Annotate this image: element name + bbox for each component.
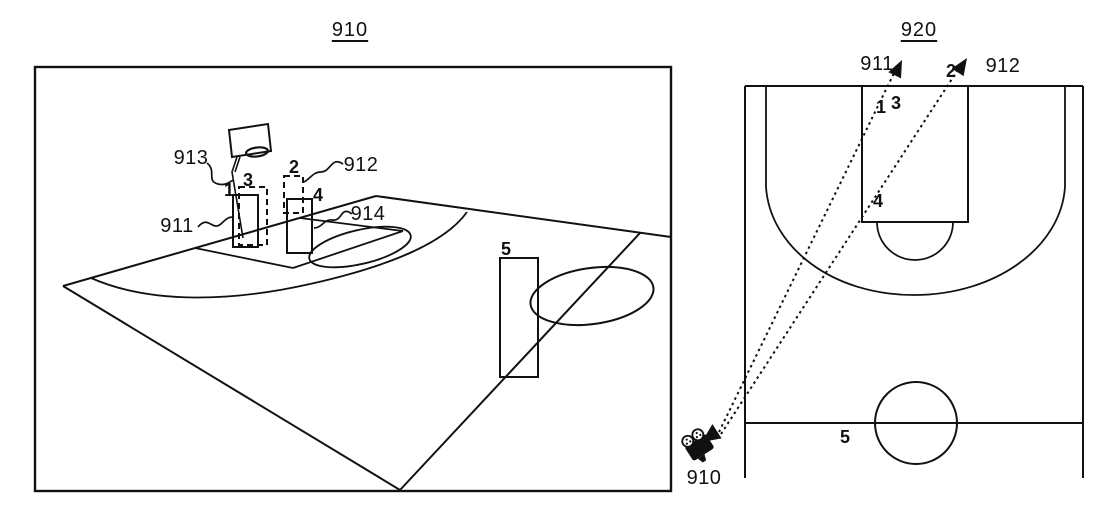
arrowhead-911-icon (888, 60, 902, 79)
camera-view-ray-912 (720, 64, 962, 435)
marker-2: 2 (288, 157, 300, 177)
ref-label-913: 913 (173, 147, 209, 169)
camera-view-ray-911 (718, 66, 898, 433)
hoop-icon (244, 146, 270, 158)
marker-4: 4 (312, 185, 324, 205)
bounding-box-4-solid (286, 198, 313, 254)
camera-ref-label-910: 910 (686, 467, 722, 489)
leader-911 (197, 216, 235, 228)
plan-marker-3: 3 (890, 93, 902, 113)
three-point-line (765, 86, 1066, 296)
bounding-box-2-dashed (283, 175, 304, 214)
ref-label-911: 911 (160, 215, 194, 237)
figure-920-title: 920 (900, 19, 938, 41)
leader-913 (206, 162, 235, 186)
camera-view-figure (33, 65, 673, 493)
marker-5: 5 (500, 239, 512, 259)
figure-910-title: 910 (331, 19, 369, 41)
leader-914 (313, 210, 353, 229)
plan-ref-label-912: 912 (985, 55, 1021, 77)
bounding-box-1-solid (232, 194, 259, 248)
arrowhead-912-icon (951, 58, 967, 77)
free-throw-circle (308, 225, 412, 269)
movie-camera-icon (681, 424, 722, 463)
ref-label-912: 912 (343, 154, 379, 176)
leader-912 (303, 161, 344, 183)
center-circle-perspective (529, 265, 655, 327)
bounding-boxes (232, 175, 539, 378)
plan-marker-5: 5 (839, 427, 851, 447)
marker-1: 1 (223, 180, 235, 200)
court-plan-lines (744, 85, 1084, 478)
plan-ref-label-911: 911 (860, 53, 894, 75)
camera-view-rays (718, 58, 967, 435)
court-plan-figure (681, 58, 1084, 478)
bounding-box-3-dashed (238, 186, 268, 246)
camera-frame (33, 65, 673, 493)
leader-lines (197, 161, 353, 229)
bounding-box-5-solid (499, 257, 539, 378)
marker-3: 3 (242, 170, 254, 190)
free-throw-semicircle (876, 221, 954, 261)
center-circle (874, 381, 958, 465)
plan-marker-4: 4 (872, 191, 884, 211)
backboard (227, 122, 273, 159)
key-rectangle (861, 85, 969, 223)
plan-marker-1: 1 (875, 97, 887, 117)
ref-label-914: 914 (350, 203, 386, 225)
plan-marker-2: 2 (945, 61, 957, 81)
court-perspective-lines (62, 195, 672, 491)
